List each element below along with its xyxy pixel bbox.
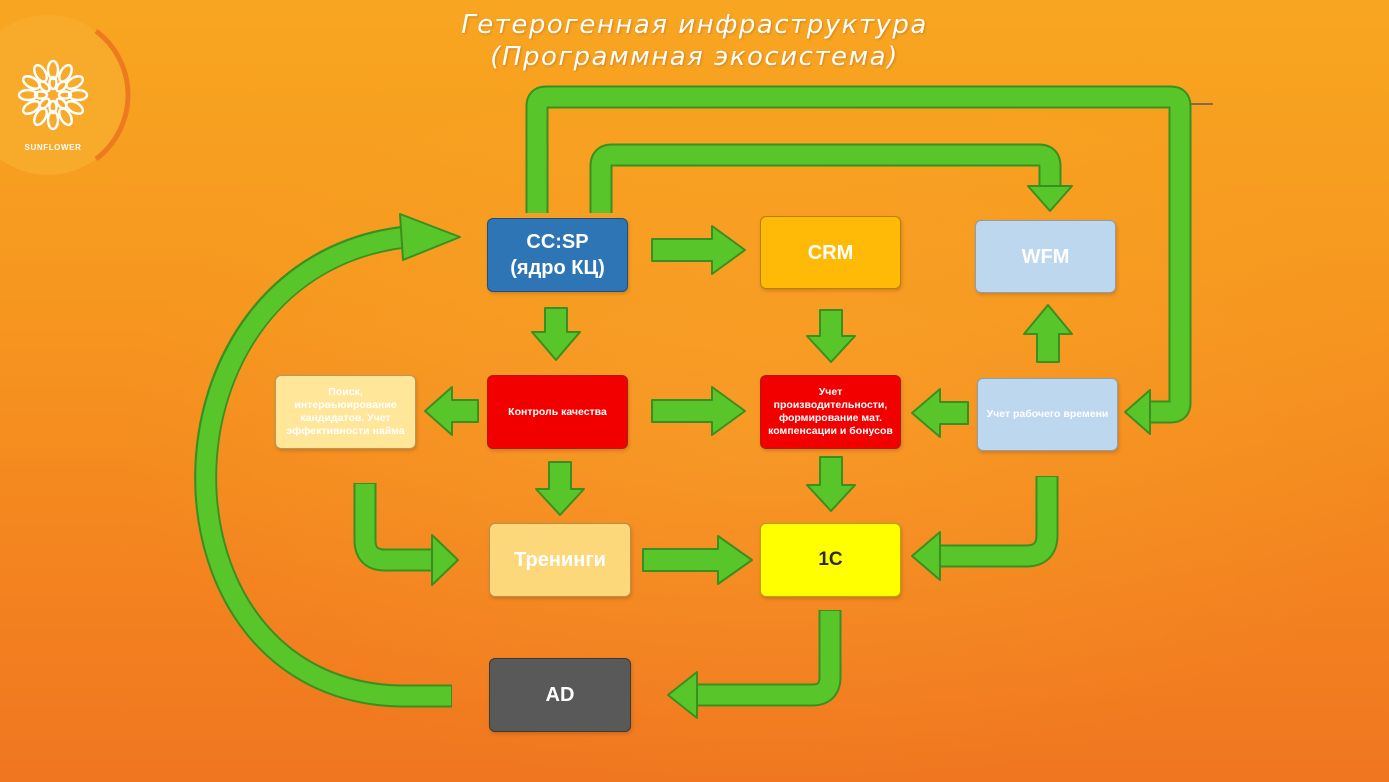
node-ad: AD bbox=[489, 658, 631, 732]
logo-rim bbox=[94, 29, 131, 161]
arrow-performance-to-onec bbox=[806, 456, 856, 512]
logo-petal bbox=[57, 90, 73, 100]
logo-petal bbox=[55, 97, 68, 110]
sunflower-logo-icon bbox=[17, 59, 89, 131]
page-title: Гетерогенная инфраструктура bbox=[461, 10, 928, 40]
arrow-hiring-to-training bbox=[353, 483, 459, 586]
logo-petal bbox=[48, 99, 58, 115]
arrow-onec-to-ad bbox=[667, 610, 842, 719]
logo-petal bbox=[38, 80, 51, 93]
node-quality-control: Контроль качества bbox=[487, 375, 628, 449]
node-wfm: WFM bbox=[975, 220, 1116, 293]
logo-petal bbox=[46, 59, 60, 81]
node-worktime: Учет рабочего времени bbox=[977, 378, 1118, 451]
arrow-quality-to-performance bbox=[651, 386, 746, 436]
logo-petal bbox=[46, 109, 60, 131]
node-training: Тренинги bbox=[489, 523, 631, 597]
arrow-ad-to-ccsp bbox=[194, 213, 461, 708]
node-hiring: Поиск, интервьюирование кандидатов. Учет… bbox=[275, 375, 416, 449]
logo-petal bbox=[48, 75, 58, 91]
arrow-crm-to-performance bbox=[806, 309, 856, 363]
node-ccsp-label: CC:SP bbox=[526, 231, 589, 253]
node-ccsp: CC:SP (ядро КЦ) bbox=[487, 218, 628, 292]
arrow-quality-to-training bbox=[535, 461, 585, 516]
logo-petal bbox=[33, 90, 49, 100]
arrow-worktime-to-performance bbox=[911, 388, 969, 438]
node-performance: Учет производительности, формирование ма… bbox=[760, 375, 901, 449]
arrow-worktime-to-onec bbox=[911, 476, 1059, 581]
logo: SUNFLOWER bbox=[0, 15, 131, 175]
logo-petal bbox=[67, 88, 89, 102]
arrow-training-to-onec bbox=[642, 535, 753, 585]
node-crm: CRM bbox=[760, 216, 901, 289]
logo-petal bbox=[38, 97, 51, 110]
logo-petal bbox=[17, 88, 39, 102]
logo-backdrop bbox=[0, 15, 128, 175]
logo-text: SUNFLOWER bbox=[25, 143, 82, 152]
arrow-ccsp-to-wfm bbox=[589, 143, 1073, 213]
logo-petal bbox=[55, 80, 68, 93]
arrow-ccsp-to-crm bbox=[651, 225, 746, 275]
arrow-quality-to-hiring bbox=[424, 386, 479, 436]
node-onec: 1С bbox=[760, 523, 901, 597]
page-subtitle: (Программная экосистема) bbox=[490, 42, 899, 72]
arrow-ccsp-to-worktime bbox=[525, 85, 1192, 435]
arrow-worktime-to-wfm bbox=[1023, 304, 1073, 363]
arrow-ccsp-to-quality bbox=[531, 307, 581, 361]
node-ccsp-sublabel: (ядро КЦ) bbox=[510, 257, 605, 279]
